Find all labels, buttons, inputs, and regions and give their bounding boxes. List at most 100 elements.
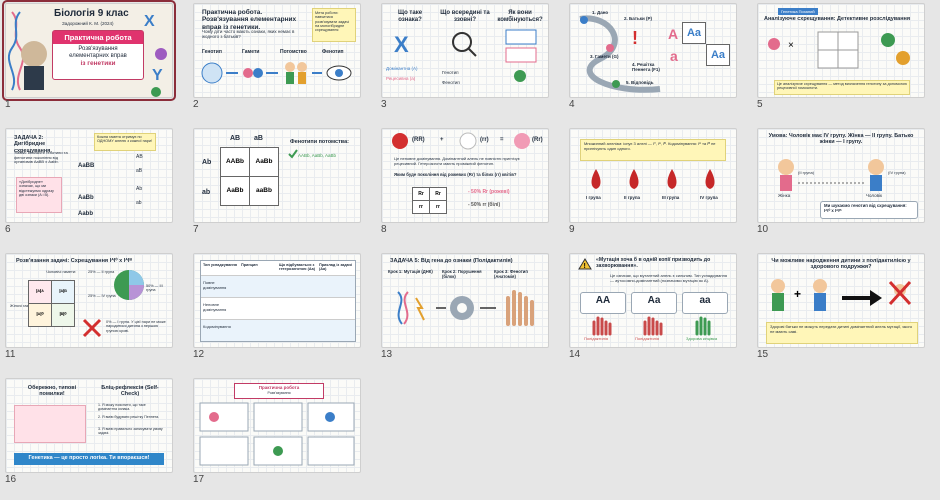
slide-number-8: 8 [381,224,387,235]
slide-5-footer-text: Це аналізуюче схрещування — метод визнач… [777,82,907,91]
slide-thumbnail-5[interactable]: Генетика Поханий Аналізуюче схрещування:… [757,3,925,98]
slide-thumbnail-3[interactable]: Що таке ознака? Що всередині та ззовні? … [381,3,549,98]
slide-7-header-2: aB [254,135,263,142]
slide-12-row-2: Неповне домінування [203,302,227,312]
slide-thumbnail-11[interactable]: Розв'язання задачі: Схрещування IᴬI⁰ x I… [5,253,173,348]
slide-3-label-3: Генотип [442,70,459,75]
slide-12-table: Тип успадкування Принцип Що відбувається… [200,260,356,342]
slide-6-genotype-2: AaBb [78,195,94,201]
slide-2-label-3: Потомство [280,49,307,55]
slide-7-row-2: ab [202,189,211,196]
slide-thumbnail-12[interactable]: Тип успадкування Принцип Що відбувається… [193,253,361,348]
slide-13-title: ЗАДАЧА 5: Від гена до ознаки (Полідактил… [390,258,513,264]
svg-text:Y: Y [152,67,163,84]
slide-thumbnail-8[interactable]: (RR) + (rr) = (Rr) Це неповне домінуванн… [381,128,549,223]
slide-2-label-4: Фенотип [322,49,344,55]
slide-6-genotype-1: AaBB [78,163,95,169]
dna-illustration: X Y [7,11,167,97]
slide-14-genotype-card-3: aa [682,292,728,314]
collage-illustration [199,402,355,466]
slide-16-mistakes-card [14,405,86,443]
chromosome-illustration: X [394,29,537,82]
slide-17-line-1: Розв'язування [267,391,291,395]
slide-4-cell-1: Aa [682,22,706,44]
slide-thumbnail-10[interactable]: Умова: Чоловік має IV групу. Жінка — II … [757,128,925,223]
slide-10-question-card: Ми шукаємо генотип від схрещування: IᴬI⁰… [820,201,918,219]
svg-text:×: × [788,40,794,51]
slide-thumbnail-1[interactable]: X Y Біологія 9 клас Задорожний К. М. (20… [2,0,176,101]
family-tree-illustration [778,159,884,191]
slide-16-footer-band: Генетика — це просто логіка. Ти впораєшс… [14,453,164,465]
svg-text:+: + [794,287,801,301]
slide-12-header-4: Приклад із задачі (Aa) [319,263,352,272]
slide-cell-2: Практична робота. Розв'язування елемента… [188,0,375,125]
slide-number-9: 9 [569,224,575,235]
slide-number-13: 13 [381,349,393,360]
slide-6-gamete-3: Ab [136,186,143,192]
slide-thumbnail-4[interactable]: ! 1. Дано 2. Батьки (Р) 3. Гамети (G) 4.… [569,3,737,98]
genotype-flow-illustration [201,62,352,84]
slide-thumbnail-9[interactable]: Множинний алелізм: існує 3 алелі — I⁰, I… [569,128,737,223]
slide-thumbnail-14[interactable]: ! «Мутація хоча б в одній копії призводи… [569,253,737,348]
slide-14-genotype-card-2: Aa [631,292,677,314]
slide-12-row-band-1 [201,275,355,297]
slide-5-badge: Генетика Поханий [778,8,818,15]
slide-14-genotype-2: Aa [647,295,661,306]
slide-8-square-1: Rr [412,187,430,201]
slide-5-footer: Це аналізуюче схрещування — метод визнач… [774,80,910,95]
slide-2-label-2: Гамети [242,49,260,55]
slide-8-question: Яким буде покоління від рожевих (Rr) та … [394,172,517,177]
slide-thumbnail-7[interactable]: AB aB Ab ab AABb AaBb AaBb aaBb Фенотипи… [193,128,361,223]
slide-17-title-card: Практична робота Розв'язування [234,383,324,399]
slide-1-title: Біологія 9 клас [54,8,129,19]
slide-6-title: ЗАДАЧА 2: Дигібридне схрещування. [14,135,52,154]
slide-10-label-2: Чоловік [866,193,882,198]
slide-13-step-3: Крок 3: Фенотип (Анатомія) [494,269,528,279]
slide-thumbnail-2[interactable]: Практична робота. Розв'язування елемента… [193,3,361,98]
svg-text:!: ! [632,28,638,48]
slide-8-formula-4: = [500,137,504,143]
slide-thumbnail-6[interactable]: ЗАДАЧА 2: Дигібридне схрещування. Умова:… [5,128,173,223]
slide-cell-8: (RR) + (rr) = (Rr) Це неповне домінуванн… [376,125,563,250]
slide-thumbnail-13[interactable]: ЗАДАЧА 5: Від гена до ознаки (Полідактил… [381,253,549,348]
slide-6-callout: Кожна гамета отримує по ОДНОМУ алелю з к… [94,133,156,151]
slide-9-group-1: I група [586,195,601,200]
slide-11-label-1: Чоловічі гамети: [46,269,77,274]
slide-15-footer: Здорові батьки не можуть передати дитині… [770,324,913,334]
slide-15-footer-note: Здорові батьки не можуть передати дитині… [766,322,918,344]
svg-text:!: ! [584,263,586,270]
parents-child-illustration: + [771,279,912,311]
slide-1-line-1: Розв'язування [78,46,118,52]
slide-7-title: Фенотипи потомства: [290,139,350,145]
gene-to-trait-illustration [397,290,534,326]
slide-3-label-1: Домінантна (А) [386,66,418,71]
slide-3-column-3: Як вони комбінуються? [497,10,543,23]
slide-thumbnail-16[interactable]: Обережно, типові помилки! Бліц-рефлексія… [5,378,173,473]
slide-15-title: Чи можливе народження дитини з полідакти… [771,258,911,271]
slide-thumbnail-15[interactable]: Чи можливе народження дитини з полідакти… [757,253,925,348]
slide-8-formula-1: (RR) [412,137,425,143]
slide-9-group-2: II група [624,195,641,200]
slide-9-note: Множинний алелізм: існує 3 алелі — I⁰, I… [580,139,726,161]
slide-8-text: Це неповне домінування. Домінантний алел… [394,156,520,166]
slide-13-step-1: Крок 1: Мутація (ДНК) [388,269,433,274]
slide-16-item-1: 1. Я можу пояснити, що таке домінантна о… [98,403,146,412]
slide-number-2: 2 [193,99,199,110]
slide-cell-16: Обережно, типові помилки! Бліц-рефлексія… [0,375,187,500]
slide-16-footer: Генетика — це просто логіка. Ти впораєшс… [28,455,150,461]
slide-10-label-1: Жінка [778,193,791,198]
analysis-cross-illustration: × [768,31,910,69]
slide-3-column-2: Що всередині та ззовні? [440,10,490,23]
slide-cell-14: ! «Мутація хоча б в одній копії призводи… [564,250,751,375]
slide-2-title: Практична робота. Розв'язування елемента… [202,9,297,31]
pie-chart-illustration [114,270,144,300]
slide-cell-3: Що таке ознака? Що всередині та ззовні? … [376,0,563,125]
blood-drops-illustration [591,169,715,189]
slide-11-cell-3: IᴬI⁰ [28,303,52,327]
slide-11-cell-2: IᴬIᴮ [51,280,75,304]
slide-thumbnail-17[interactable]: Практична робота Розв'язування [193,378,361,473]
slide-number-1: 1 [5,99,11,110]
slide-16-title: Обережно, типові помилки! [27,385,77,398]
slide-2-question: Чому діти часто мають ознаки, яких немає… [202,29,295,40]
slide-number-16: 16 [5,474,17,485]
